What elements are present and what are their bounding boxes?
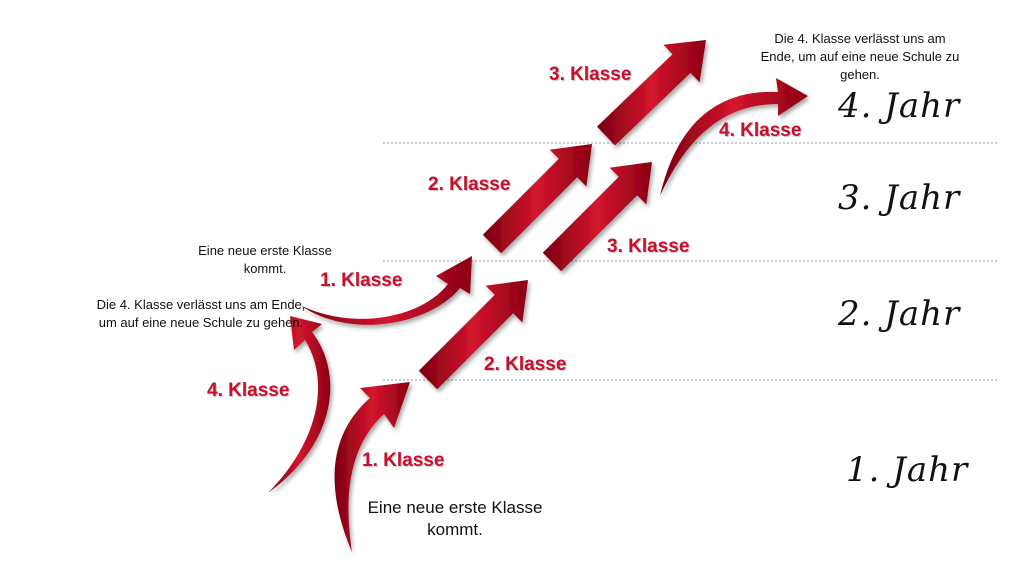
label-bottom-klasse1: 1. Klasse [362,450,445,471]
note-left-leave: Die 4. Klasse verlässt uns am Ende, um a… [96,297,306,330]
label-left-klasse4: 4. Klasse [207,380,290,401]
straight-arrow-klasse2-to-3-right [542,162,652,272]
year-label-1: 1. Jahr [846,450,969,490]
straight-arrow-klasse3-to-4 [597,40,706,146]
label-low-klasse2: 2. Klasse [484,354,567,375]
curved-arrow-leave-left [268,316,331,493]
year-label-3: 3. Jahr [838,178,961,218]
note-bottom-new-class: Eine neue erste Klasse kommt. [367,498,543,539]
straight-arrow-klasse2-to-3-left [482,144,592,254]
year-label-2: 2. Jahr [838,294,961,334]
curved-arrow-new-class-mid [300,256,472,325]
year-label-4: 4. Jahr [838,86,961,126]
label-left-klasse1: 1. Klasse [320,270,403,291]
label-mid-klasse3: 3. Klasse [607,236,690,257]
curved-arrow-leave-top [660,78,808,196]
note-top-right: Die 4. Klasse verlässt uns am Ende, um a… [760,31,960,82]
straight-arrow-klasse1-to-2 [418,280,528,390]
label-mid-klasse2: 2. Klasse [428,174,511,195]
note-left-new-class: Eine neue erste Klasse kommt. [198,243,332,276]
label-top-klasse4: 4. Klasse [719,120,802,141]
label-top-klasse3: 3. Klasse [549,64,632,85]
curved-arrow-new-class-bottom [334,382,410,552]
